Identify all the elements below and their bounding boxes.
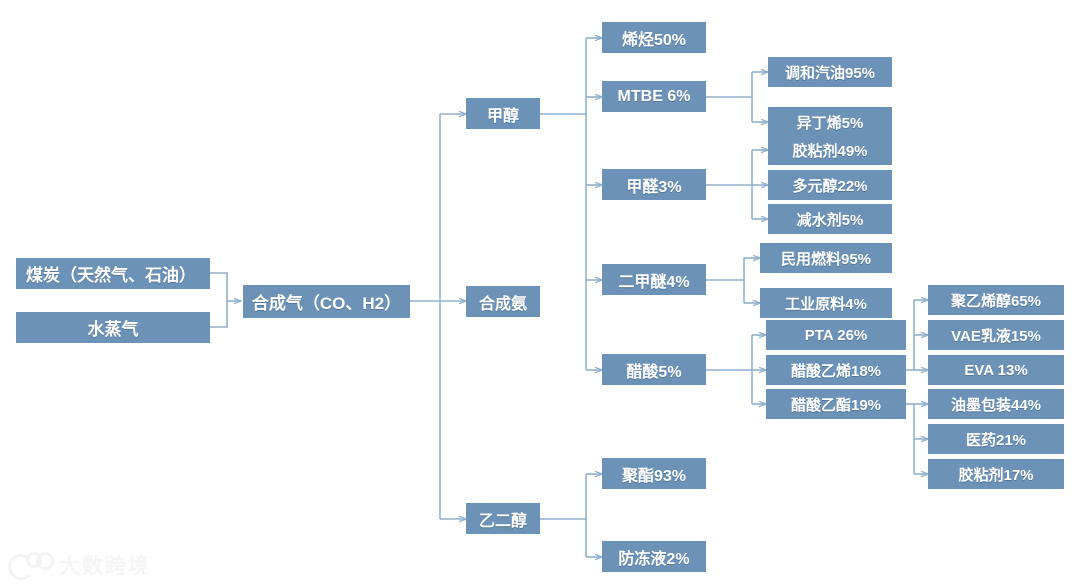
node-vae-emulsion[interactable]: VAE乳液15% — [928, 320, 1064, 350]
node-ethyl-acetate[interactable]: 醋酸乙酯19% — [766, 389, 906, 419]
node-olefin[interactable]: 烯烃50% — [602, 22, 706, 53]
node-ethylene-glycol[interactable]: 乙二醇 — [466, 503, 540, 534]
node-acetic-acid[interactable]: 醋酸5% — [602, 354, 706, 385]
node-polyol[interactable]: 多元醇22% — [768, 170, 892, 200]
watermark-label: 大数跨境 — [59, 555, 151, 578]
node-ammonia[interactable]: 合成氨 — [466, 286, 540, 317]
node-water-reducer[interactable]: 减水剂5% — [768, 204, 892, 234]
watermark: 大数跨境 — [8, 550, 151, 580]
node-polyester[interactable]: 聚酯93% — [602, 458, 706, 489]
node-isobutene[interactable]: 异丁烯5% — [768, 107, 892, 137]
node-pharmaceutical[interactable]: 医药21% — [928, 424, 1064, 454]
node-blended-gasoline[interactable]: 调和汽油95% — [768, 57, 892, 87]
node-mtbe[interactable]: MTBE 6% — [602, 81, 706, 112]
node-syngas[interactable]: 合成气（CO、H2） — [243, 285, 410, 318]
node-dme[interactable]: 二甲醚4% — [602, 264, 706, 295]
dashu-logo-icon — [8, 552, 54, 580]
node-adhesive-17[interactable]: 胶粘剂17% — [928, 459, 1064, 489]
node-methanol[interactable]: 甲醇 — [466, 98, 540, 129]
node-formaldehyde[interactable]: 甲醛3% — [602, 169, 706, 200]
node-antifreeze[interactable]: 防冻液2% — [602, 541, 706, 572]
node-adhesive-49[interactable]: 胶粘剂49% — [768, 135, 892, 165]
node-vinyl-acetate[interactable]: 醋酸乙烯18% — [766, 355, 906, 385]
node-ink-packaging[interactable]: 油墨包装44% — [928, 389, 1064, 419]
node-civil-fuel[interactable]: 民用燃料95% — [760, 243, 892, 273]
node-eva[interactable]: EVA 13% — [928, 355, 1064, 385]
node-steam[interactable]: 水蒸气 — [16, 312, 210, 343]
node-pva[interactable]: 聚乙烯醇65% — [928, 285, 1064, 315]
node-industrial-feedstock[interactable]: 工业原料4% — [760, 288, 892, 318]
node-coal[interactable]: 煤炭（天然气、石油） — [16, 258, 210, 289]
node-pta[interactable]: PTA 26% — [766, 320, 906, 350]
